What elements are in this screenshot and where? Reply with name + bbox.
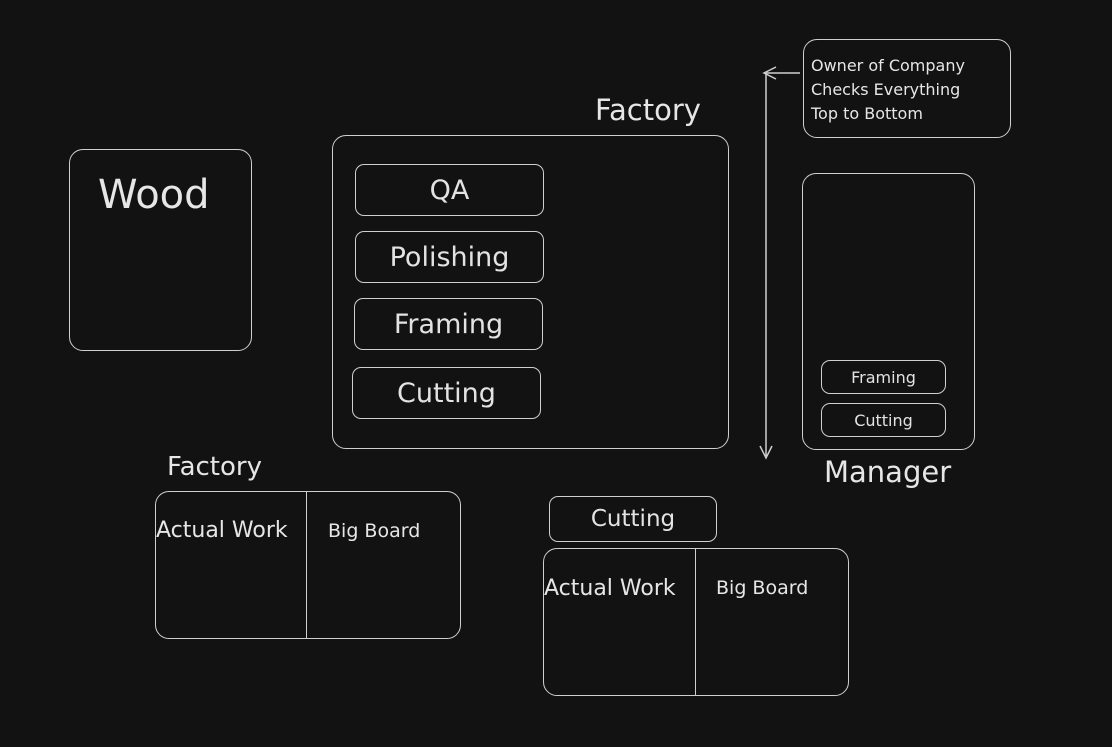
factory-board-left: Actual Work	[156, 518, 288, 543]
owner-line-2: Checks Everything	[811, 80, 961, 99]
owner-line-3: Top to Bottom	[811, 104, 923, 123]
wood-box[interactable]: Wood	[69, 149, 252, 351]
stage-label: Cutting	[397, 377, 496, 409]
cutting-board-left: Actual Work	[544, 576, 676, 601]
stage-label: Polishing	[389, 241, 510, 273]
stage-label: Framing	[393, 308, 504, 340]
factory-box[interactable]: QA Polishing Framing Cutting	[332, 135, 729, 449]
cutting-board[interactable]: Actual Work Big Board	[543, 548, 849, 696]
stage-label: QA	[429, 174, 470, 206]
stage-polishing[interactable]: Polishing	[355, 231, 544, 283]
factory-title: Factory	[595, 93, 701, 127]
factory-board-title: Factory	[167, 452, 262, 482]
manager-item-cutting[interactable]: Cutting	[821, 403, 946, 437]
factory-board-divider	[306, 492, 307, 638]
manager-item-framing[interactable]: Framing	[821, 360, 946, 394]
stage-framing[interactable]: Framing	[354, 298, 543, 350]
cutting-board-right: Big Board	[716, 577, 809, 599]
owner-line-1: Owner of Company	[811, 56, 965, 75]
cutting-title-box[interactable]: Cutting	[549, 496, 717, 542]
factory-board-right: Big Board	[328, 520, 421, 542]
manager-box[interactable]: Framing Cutting	[802, 173, 975, 450]
owner-note[interactable]: Owner of Company Checks Everything Top t…	[803, 39, 1011, 138]
wood-label: Wood	[98, 172, 210, 218]
stage-qa[interactable]: QA	[355, 164, 544, 216]
factory-board[interactable]: Actual Work Big Board	[155, 491, 461, 639]
stage-cutting[interactable]: Cutting	[352, 367, 541, 419]
manager-title: Manager	[824, 455, 952, 489]
cutting-board-divider	[695, 549, 696, 695]
